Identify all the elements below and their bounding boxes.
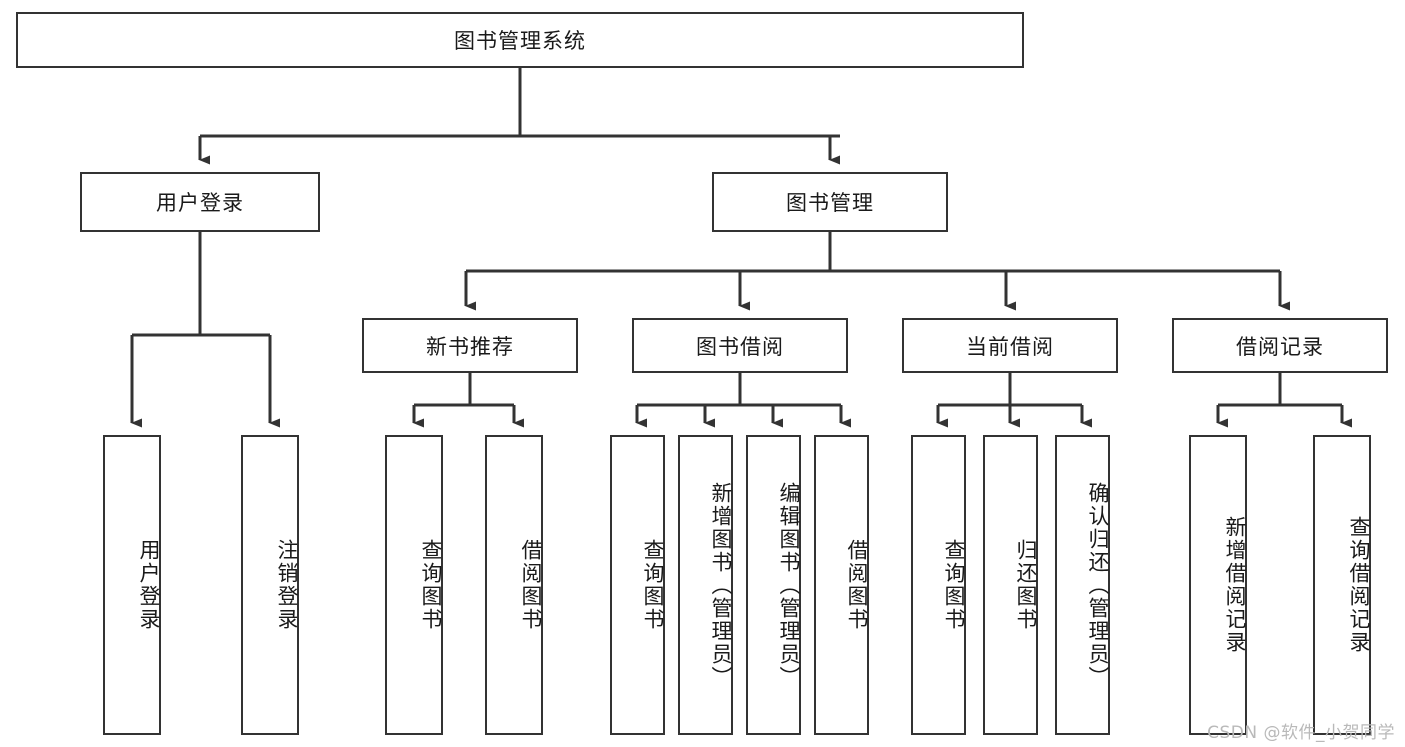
node-leaf-edit-book-label: 编辑图书（管理员）	[777, 481, 801, 689]
node-leaf-add-book[interactable]: 新增图书（管理员）	[678, 435, 733, 735]
node-leaf-add-record-label: 新增借阅记录	[1223, 516, 1247, 654]
node-leaf-borrow-book-new-label: 借阅图书	[519, 539, 543, 631]
node-leaf-query-record-label: 查询借阅记录	[1347, 516, 1371, 654]
node-leaf-query-book-borrow[interactable]: 查询图书	[610, 435, 665, 735]
node-leaf-edit-book[interactable]: 编辑图书（管理员）	[746, 435, 801, 735]
node-root[interactable]: 图书管理系统	[16, 12, 1024, 68]
watermark-text: CSDN @软件_小贺同学	[1207, 723, 1395, 743]
node-leaf-return-book-label: 归还图书	[1014, 539, 1038, 631]
node-book-management[interactable]: 图书管理	[712, 172, 948, 232]
node-current-borrow-label: 当前借阅	[966, 334, 1054, 359]
node-leaf-borrow-book[interactable]: 借阅图书	[814, 435, 869, 735]
node-leaf-add-record[interactable]: 新增借阅记录	[1189, 435, 1247, 735]
node-new-book-recommend[interactable]: 新书推荐	[362, 318, 578, 373]
node-new-book-recommend-label: 新书推荐	[426, 334, 514, 359]
node-borrow-record-label: 借阅记录	[1236, 334, 1324, 359]
node-leaf-return-book[interactable]: 归还图书	[983, 435, 1038, 735]
node-leaf-query-book-new-label: 查询图书	[419, 539, 443, 631]
node-current-borrow[interactable]: 当前借阅	[902, 318, 1118, 373]
node-leaf-user-login-label: 用户登录	[137, 539, 161, 631]
node-leaf-confirm-return-label: 确认归还（管理员）	[1086, 481, 1110, 689]
node-leaf-query-record[interactable]: 查询借阅记录	[1313, 435, 1371, 735]
node-leaf-borrow-book-label: 借阅图书	[845, 539, 869, 631]
node-book-borrow-label: 图书借阅	[696, 334, 784, 359]
node-leaf-query-book-new[interactable]: 查询图书	[385, 435, 443, 735]
node-book-management-label: 图书管理	[786, 191, 874, 215]
node-root-label: 图书管理系统	[454, 29, 586, 53]
node-book-borrow[interactable]: 图书借阅	[632, 318, 848, 373]
node-leaf-add-book-label: 新增图书（管理员）	[709, 481, 733, 689]
node-leaf-user-login[interactable]: 用户登录	[103, 435, 161, 735]
node-leaf-confirm-return[interactable]: 确认归还（管理员）	[1055, 435, 1110, 735]
node-leaf-borrow-book-new[interactable]: 借阅图书	[485, 435, 543, 735]
node-leaf-query-book-borrow-label: 查询图书	[641, 539, 665, 631]
node-leaf-logout-label: 注销登录	[275, 539, 299, 631]
node-leaf-query-book-current-label: 查询图书	[942, 539, 966, 631]
node-leaf-logout[interactable]: 注销登录	[241, 435, 299, 735]
node-borrow-record[interactable]: 借阅记录	[1172, 318, 1388, 373]
node-user-login-label: 用户登录	[156, 191, 244, 215]
node-leaf-query-book-current[interactable]: 查询图书	[911, 435, 966, 735]
node-user-login[interactable]: 用户登录	[80, 172, 320, 232]
